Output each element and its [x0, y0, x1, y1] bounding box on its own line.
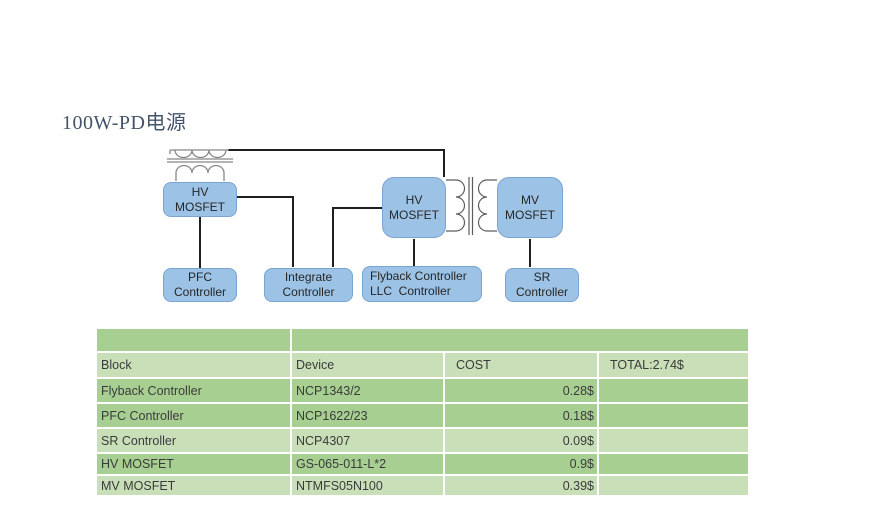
empty-cell — [95, 327, 292, 353]
table-header-row: Block Device COST TOTAL:2.74$ — [95, 351, 750, 379]
table-row: Flyback Controller NCP1343/2 0.28$ — [95, 377, 750, 404]
block-hv-mosfet-llc: HV MOSFET — [382, 177, 446, 238]
block-label: MOSFET — [175, 199, 225, 214]
block-label: Controller — [282, 285, 335, 299]
cell-block: SR Controller — [95, 427, 292, 454]
cell-block: MV MOSFET — [95, 474, 292, 497]
pfc-transformer-icon — [167, 149, 233, 181]
cell-total — [597, 427, 750, 454]
cell-device: GS-065-011-L*2 — [290, 452, 445, 476]
header-total: TOTAL:2.74$ — [597, 351, 750, 379]
cell-total — [597, 402, 750, 429]
block-label: MOSFET — [505, 207, 555, 222]
block-flyback-llc-controller: Flyback Controller LLC Controller — [362, 266, 482, 302]
block-label: Integrate — [284, 270, 333, 284]
header-device: Device — [290, 351, 445, 379]
cell-total — [597, 474, 750, 497]
table-row: SR Controller NCP4307 0.09$ — [95, 427, 750, 454]
block-pfc-controller: PFC Controller — [163, 268, 237, 302]
cell-device: NCP1343/2 — [290, 377, 445, 404]
block-label: HV — [191, 184, 209, 199]
table-top-band-row — [95, 327, 750, 353]
cell-device: NCP1622/23 — [290, 402, 445, 429]
wire-hv1-to-integrate — [237, 196, 294, 267]
block-mv-mosfet: MV MOSFET — [497, 177, 563, 238]
block-label: MV — [521, 192, 539, 207]
header-cost: COST — [443, 351, 599, 379]
cell-total — [597, 377, 750, 404]
bom-table: Block Device COST TOTAL:2.74$ Flyback Co… — [95, 327, 750, 497]
wire-transformer-to-llc-hv — [228, 149, 445, 177]
block-label: Controller — [173, 285, 227, 299]
wire-lines — [199, 149, 531, 268]
cell-cost: 0.28$ — [443, 377, 599, 404]
block-hv-mosfet-primary: HV MOSFET — [163, 182, 237, 217]
block-label: Flyback Controller — [370, 269, 467, 283]
block-sr-controller: SR Controller — [505, 268, 579, 302]
cell-block: PFC Controller — [95, 402, 292, 429]
cell-block: HV MOSFET — [95, 452, 292, 476]
cell-cost: 0.9$ — [443, 452, 599, 476]
cell-block: Flyback Controller — [95, 377, 292, 404]
table-row: HV MOSFET GS-065-011-L*2 0.9$ — [95, 452, 750, 476]
header-block: Block — [95, 351, 292, 379]
table-row: MV MOSFET NTMFS05N100 0.39$ — [95, 474, 750, 497]
llc-transformer-icon — [446, 177, 497, 235]
block-label: SR — [533, 270, 551, 284]
cell-device: NTMFS05N100 — [290, 474, 445, 497]
page-title: 100W-PD电源 — [62, 112, 187, 134]
block-label: HV — [405, 192, 423, 207]
block-label: LLC Controller — [370, 284, 451, 298]
cell-cost: 0.39$ — [443, 474, 599, 497]
wire-integrate-to-hv2 — [332, 207, 382, 267]
block-label: Controller — [515, 285, 569, 299]
table-row: PFC Controller NCP1622/23 0.18$ — [95, 402, 750, 429]
block-label: MOSFET — [389, 207, 439, 222]
cell-cost: 0.09$ — [443, 427, 599, 454]
cell-total — [597, 452, 750, 476]
empty-merged-cell — [290, 327, 750, 353]
cell-cost: 0.18$ — [443, 402, 599, 429]
block-integrate-controller: Integrate Controller — [264, 268, 353, 302]
block-label: PFC — [188, 270, 212, 284]
cell-device: NCP4307 — [290, 427, 445, 454]
